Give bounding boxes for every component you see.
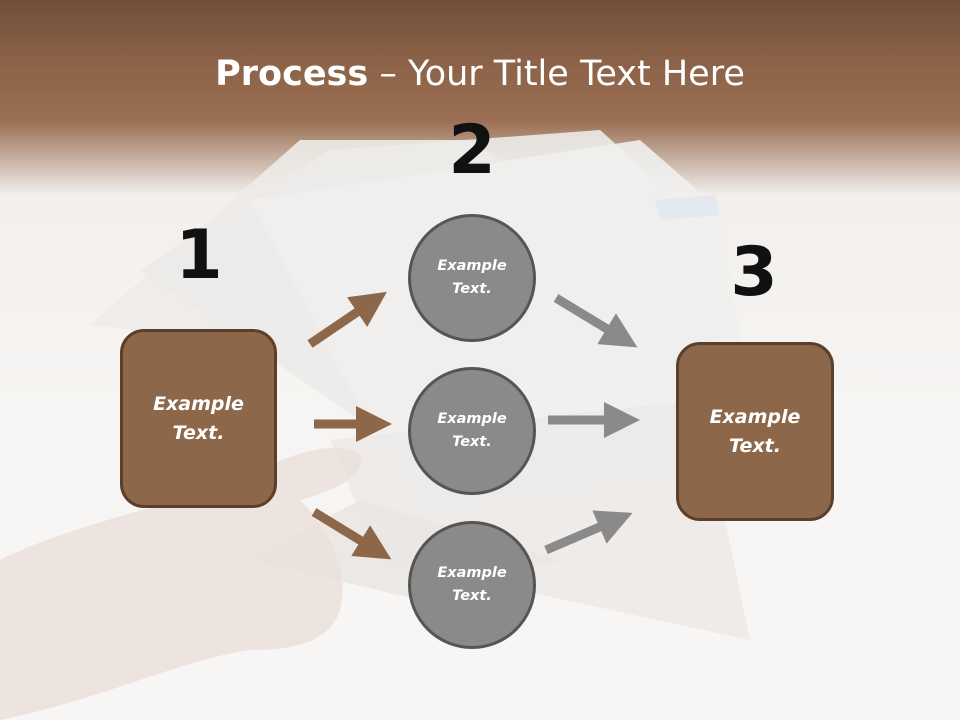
step-1-text: Example Text. — [153, 392, 244, 444]
step-2-circle-2: Example Text. — [408, 367, 536, 495]
step-3-text: Example Text. — [709, 405, 801, 457]
title-rest: – Your Title Text Here — [368, 54, 745, 94]
step-3-box: Example Text. — [676, 342, 834, 521]
slide-title: Process – Your Title Text Here — [0, 52, 960, 96]
circle-2-text: Example Text. — [437, 411, 507, 450]
circle-1-text: Example Text. — [437, 258, 507, 297]
step-1-number: 1 — [175, 216, 223, 295]
step-2-circle-3: Example Text. — [408, 521, 536, 649]
arrow-down-right-gray — [553, 294, 638, 348]
arrow-up-right-brown — [307, 291, 387, 348]
arrow-up-right-gray — [544, 510, 633, 555]
title-bold: Process — [215, 54, 369, 94]
circle-3-text: Example Text. — [437, 565, 507, 604]
arrow-down-right-brown — [311, 508, 392, 560]
step-2-circle-1: Example Text. — [408, 214, 536, 342]
step-2-number: 2 — [448, 111, 496, 190]
step-3-number: 3 — [730, 233, 778, 312]
step-1-box: Example Text. — [120, 329, 277, 508]
